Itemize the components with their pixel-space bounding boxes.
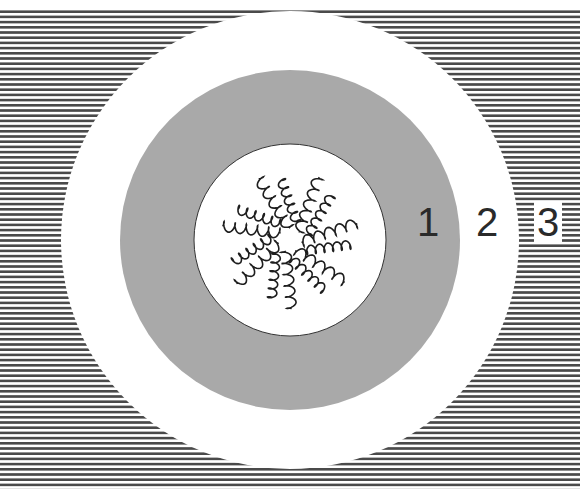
region-number: 1 (414, 202, 442, 242)
helix (281, 251, 296, 308)
helix (307, 241, 351, 255)
helix (296, 178, 323, 233)
gray-ring (120, 70, 460, 410)
helix (289, 259, 324, 294)
striped-region (0, 10, 580, 489)
inner-core (194, 144, 386, 336)
helix (294, 249, 345, 285)
helix (231, 234, 270, 263)
region-number: 3 (534, 202, 562, 242)
protein-helices (223, 177, 358, 309)
helix (279, 179, 301, 222)
white-ring (61, 11, 519, 469)
region-number: 2 (473, 202, 501, 242)
helix (307, 196, 336, 236)
helix (238, 205, 281, 226)
